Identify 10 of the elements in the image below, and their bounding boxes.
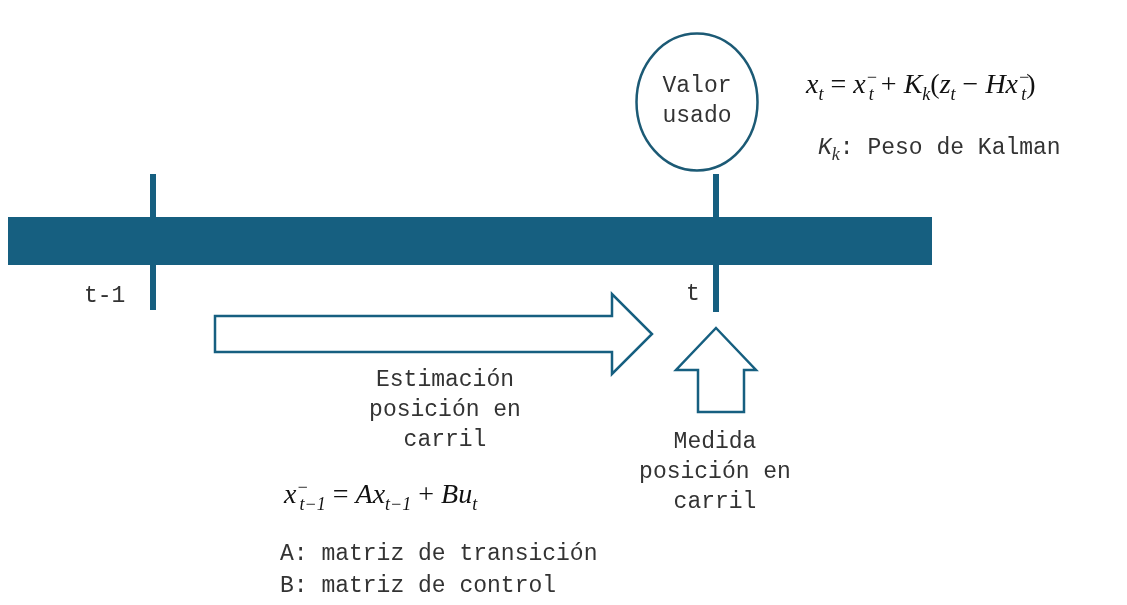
tick-label: t-1 (84, 282, 126, 311)
tick-label: t (686, 280, 700, 309)
legend-note: B: matriz de control (280, 572, 557, 601)
legend-note: K$_{k}$: Peso de Kalman (818, 134, 1061, 164)
node-label: Valor usado (661, 72, 733, 131)
equation: x$_{t}$ = x$^{−}$$_{t}$ + K$_{k}$(z$_{t}$ − Hx$^{−}$$_{t}$) (806, 66, 1036, 103)
legend-note: A: matriz de transición (280, 540, 598, 569)
arrow-label: Estimación posición en carril (368, 366, 522, 455)
arrow-label: Medida posición en carril (638, 428, 792, 517)
equation: x$^{−}$$_{t−1}$ = Ax$_{t−1}$ + Bu$_{t}$ (284, 476, 478, 513)
